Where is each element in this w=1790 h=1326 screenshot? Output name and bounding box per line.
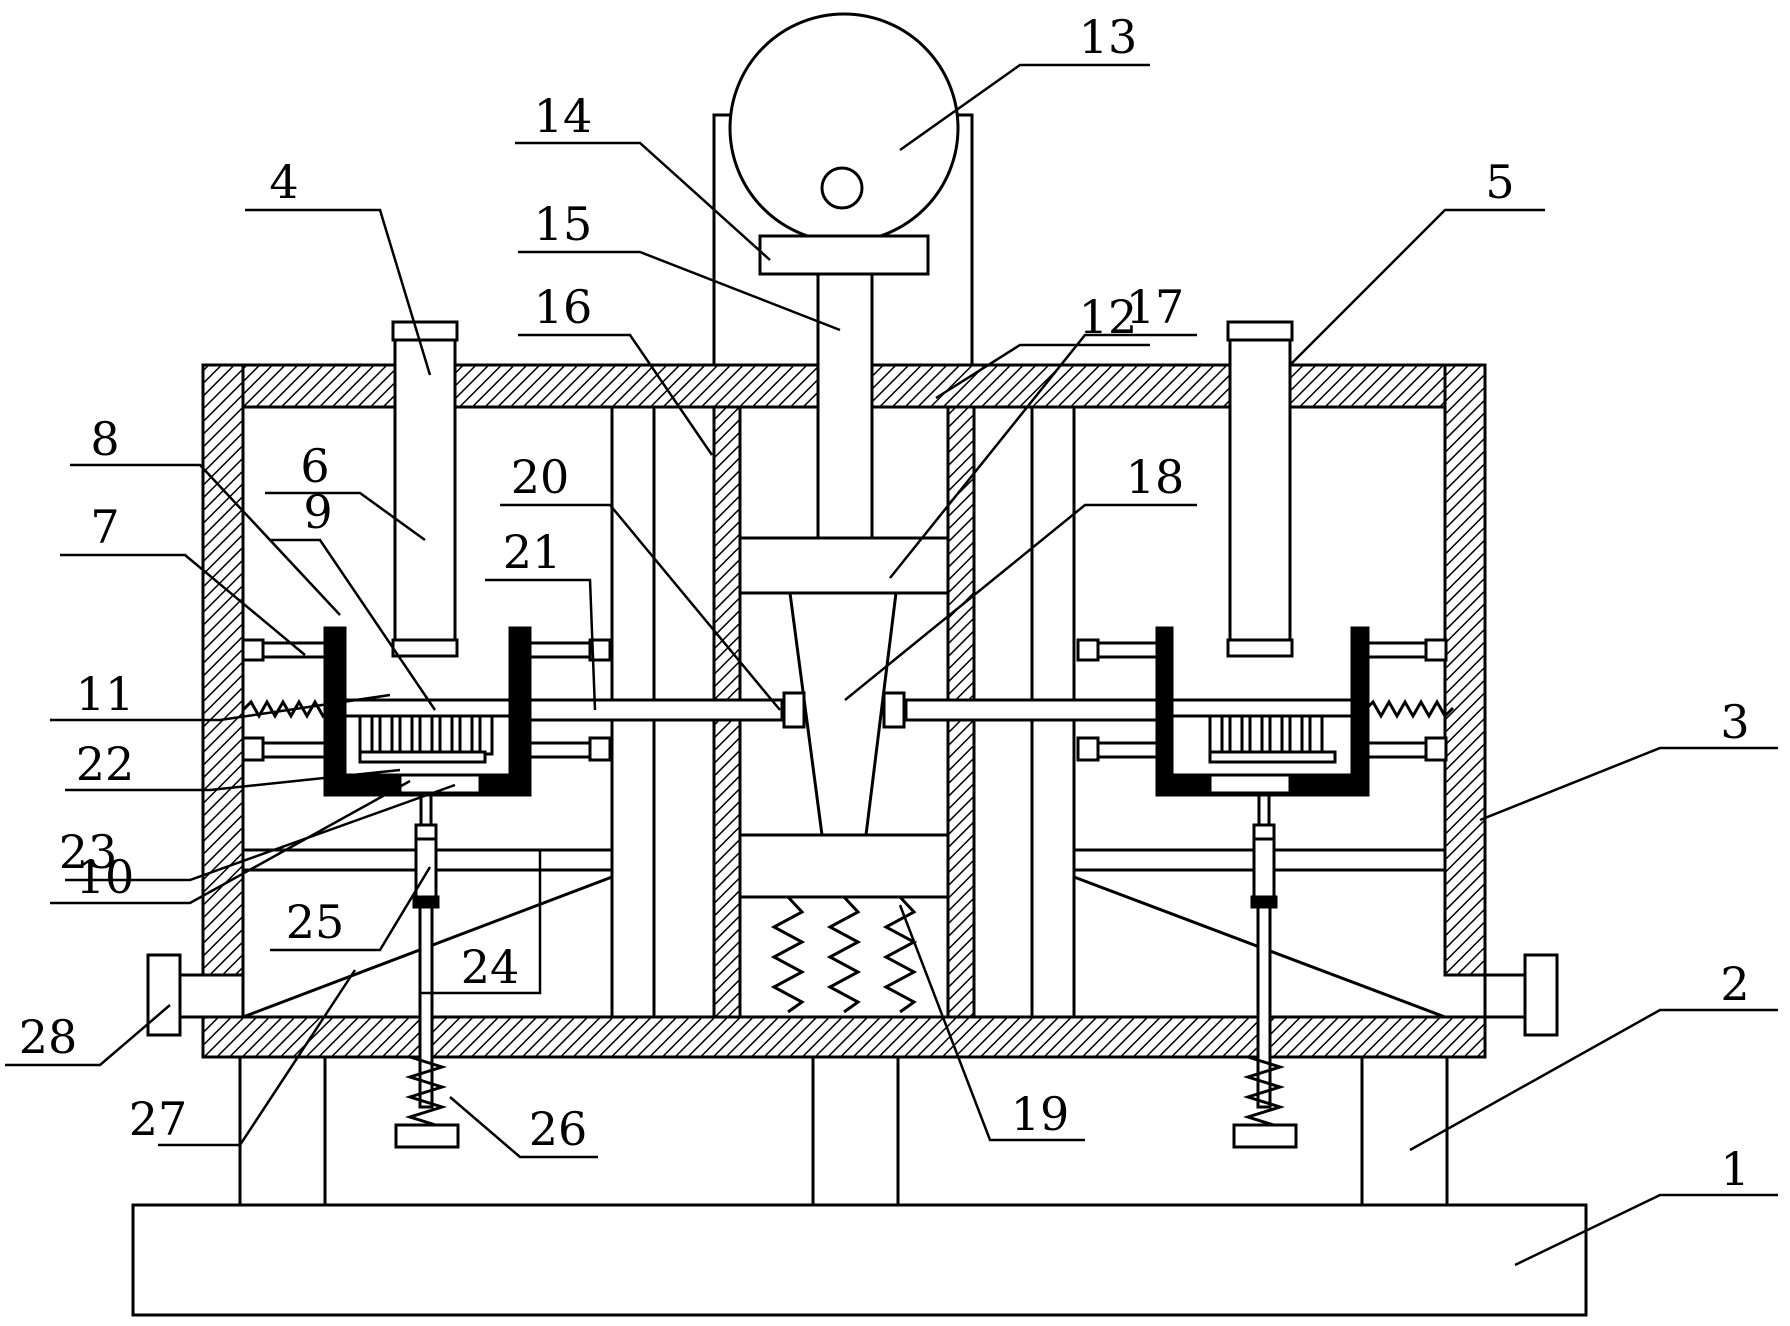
callout-label-9: 9 [303,485,332,539]
base-plate [131,1203,1588,1317]
right-press-box [1155,626,1370,797]
callout-label-16: 16 [534,280,593,334]
callout-label-3: 3 [1720,695,1749,749]
callout-label-11: 11 [76,667,135,721]
left-ejector [394,793,460,1149]
callout-label-20: 20 [511,450,570,504]
callout-label-17: 17 [1126,280,1185,334]
callout-label-24: 24 [461,940,520,994]
callout-label-8: 8 [90,412,119,466]
callout-label-23: 23 [59,825,118,879]
callout-label-12: 12 [1079,290,1138,344]
callout-label-4: 4 [269,155,298,209]
callout-label-5: 5 [1485,155,1514,209]
wedge [788,591,898,837]
leader-lines [5,63,1778,1267]
callout-label-2: 2 [1720,957,1749,1011]
feed-hoppers [391,320,1294,658]
callout-label-6: 6 [300,439,329,493]
callout-label-19: 19 [1011,1087,1070,1141]
callout-label-27: 27 [129,1092,188,1146]
middle-springs [770,895,918,1014]
motor-shaft [820,166,864,210]
lower-block [738,833,950,899]
cam-plate [758,234,930,276]
left-slide-rods [241,638,612,762]
callout-label-26: 26 [529,1102,588,1156]
callout-label-25: 25 [286,895,345,949]
discharge-pipes [146,953,1559,1037]
callout-label-13: 13 [1079,10,1138,64]
callout-label-7: 7 [90,500,119,554]
left-press-box [323,626,532,797]
support-legs [238,1057,1449,1205]
callout-label-21: 21 [503,525,562,579]
push-rod [816,272,874,540]
callout-label-10: 10 [76,850,135,904]
callout-label-14: 14 [534,89,593,143]
callout-label-15: 15 [534,197,593,251]
callout-label-1: 1 [1720,1142,1749,1196]
callout-label-28: 28 [19,1010,78,1064]
right-teeth [1208,714,1324,756]
right-ejector [1232,793,1298,1149]
callout-label-22: 22 [76,737,135,791]
left-teeth [358,714,494,756]
callout-label-18: 18 [1126,450,1185,504]
connecting-rods [518,691,1174,729]
